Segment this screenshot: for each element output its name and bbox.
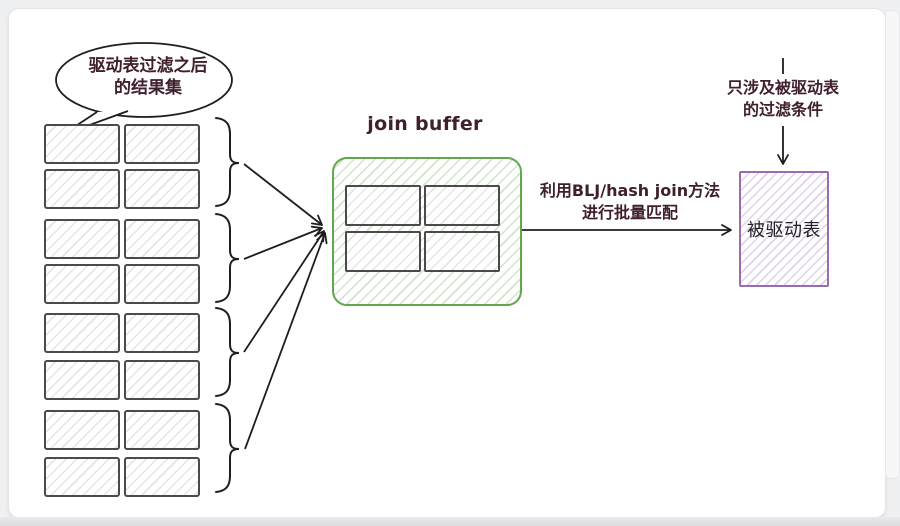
result-row-rect [44,169,120,209]
match-arrow-label-line1: 利用BLJ/hash join方法 [539,181,721,200]
result-row-rect [44,313,120,353]
bubble-label-line2: 的结果集 [114,78,182,98]
driven-table-label: 被驱动表 [747,220,821,241]
brace-group-4 [215,403,240,493]
result-row-rect [124,124,200,164]
brace-group-3 [215,307,240,397]
driven-table-box: 被驱动表 [739,171,829,287]
join-buffer-box [332,157,522,306]
brace-group-2 [215,213,240,303]
result-row-rect [44,360,120,400]
result-row-rect [124,313,200,353]
join-buffer-slot [345,185,421,226]
join-buffer-slot [424,185,500,226]
match-arrow-label-line2: 进行批量匹配 [581,203,678,222]
result-row-rect [124,219,200,259]
result-row-rect [124,169,200,209]
filter-note-line1: 只涉及被驱动表 [726,78,839,97]
result-row-rect [44,219,120,259]
result-row-rect [44,124,120,164]
result-row-rect [124,457,200,497]
filter-condition-note: 只涉及被驱动表 的过滤条件 [701,77,865,121]
result-row-rect [44,264,120,304]
result-row-rect [44,457,120,497]
join-buffer-slot [345,231,421,272]
join-buffer-slot [424,231,500,272]
batch-arrows [243,163,328,450]
speech-bubble [55,42,233,136]
bubble-label: 驱动表过滤之后 的结果集 [60,55,236,99]
result-row-rect [44,410,120,450]
result-row-rect [124,360,200,400]
match-arrow-label: 利用BLJ/hash join方法 进行批量匹配 [514,180,746,224]
bubble-label-line1: 驱动表过滤之后 [88,56,208,76]
bottom-edge-shadow [0,517,900,526]
brace-group-1 [215,117,240,207]
result-row-rect [124,410,200,450]
result-row-rect [124,264,200,304]
filter-note-line2: 的过滤条件 [742,100,823,119]
join-buffer-title: join buffer [367,113,483,135]
